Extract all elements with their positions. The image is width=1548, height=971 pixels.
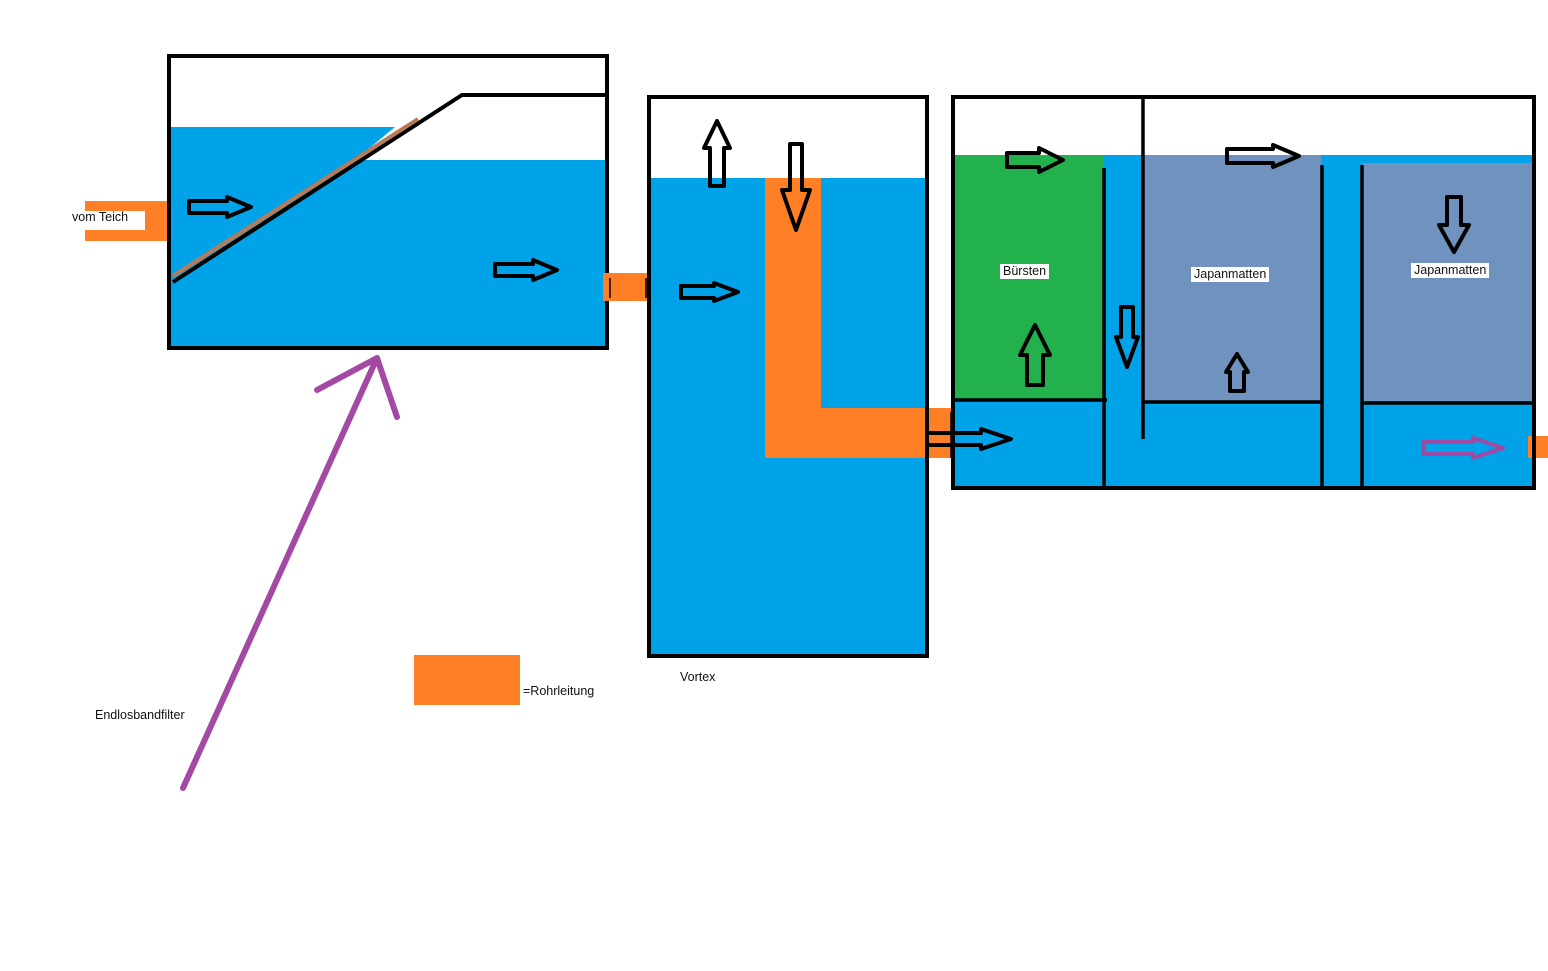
pointer-arrow-icon: [180, 355, 400, 791]
flow-arrow-icon: [1224, 352, 1250, 393]
flow-arrow-icon: [1005, 146, 1065, 174]
inlet-label-bg: [72, 211, 145, 230]
flow-arrow-icon: [780, 142, 812, 232]
belt-filter-outline: [167, 54, 609, 350]
filter-belt: [171, 117, 420, 278]
belt-filter-water-body: [170, 160, 607, 348]
vortex-tank: [647, 95, 955, 658]
flow-arrow-icon: [1225, 143, 1301, 169]
mats-label-2: Japanmatten: [1411, 263, 1490, 278]
l-pipe: [765, 178, 955, 458]
flow-arrow-icon: [925, 427, 1013, 451]
pipe-legend-swatch: [414, 655, 520, 705]
belt-filter-tank: [72, 54, 651, 350]
outlet-pipe-2: [1528, 436, 1548, 458]
flow-arrow-icon: [1437, 195, 1471, 254]
flow-arrow-icon: [702, 119, 732, 188]
brushes-label: Bürsten: [1000, 264, 1050, 279]
inlet-label: vom Teich: [72, 210, 129, 224]
vortex-outline: [647, 95, 929, 658]
belt-filter-water-downstream: [355, 160, 605, 178]
vortex-label: Vortex: [680, 670, 716, 684]
outlet-flow-arrow-icon: [1421, 436, 1505, 460]
chamber-tank: [950, 95, 1548, 490]
outlet-pipe-1: [603, 273, 651, 301]
belt-filter-housing: [171, 93, 606, 284]
flow-arrow-icon: [1018, 323, 1052, 387]
flow-arrow-icon: [493, 258, 559, 282]
flow-arrow-icon: [187, 195, 253, 219]
chamber-outline: [951, 95, 1536, 490]
flow-arrow-icon: [679, 281, 740, 303]
mats-label-1: Japanmatten: [1191, 267, 1270, 282]
belt-filter-label: Endlosbandfilter: [95, 708, 185, 722]
pipe-legend-label: =Rohrleitung: [523, 684, 595, 698]
belt-filter-water-upstream: [170, 127, 395, 160]
flow-arrows: [187, 119, 1505, 460]
flow-arrow-icon: [1114, 305, 1140, 369]
